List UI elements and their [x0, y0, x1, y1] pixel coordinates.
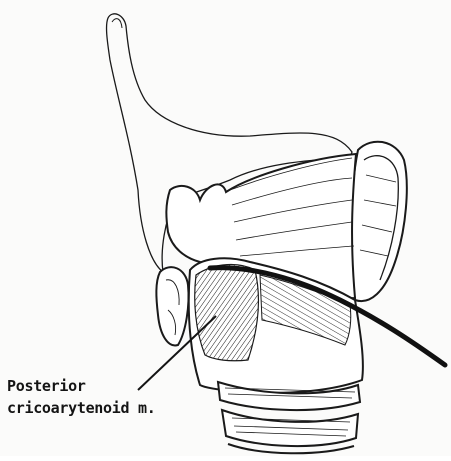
posterior-cricoarytenoid-muscle: [195, 265, 259, 361]
thyroid-lamina: [351, 142, 407, 301]
corniculate: [156, 267, 188, 345]
label-line-2: cricoarytenoid m.: [7, 397, 155, 419]
label-line-1: Posterior: [7, 375, 155, 397]
muscle-label: Posterior cricoarytenoid m.: [7, 375, 155, 419]
